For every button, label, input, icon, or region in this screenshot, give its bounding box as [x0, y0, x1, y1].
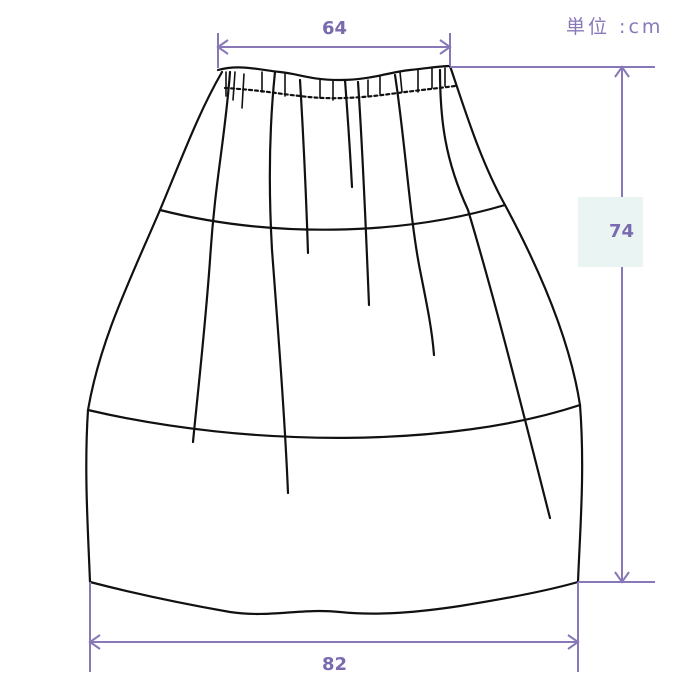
unit-label: 単位 :cm — [566, 16, 664, 38]
length-label-background — [578, 197, 643, 267]
waistband-stitch — [223, 84, 457, 100]
hem-measurement: 82 — [322, 654, 348, 675]
fold-line — [356, 80, 371, 307]
fold-line — [438, 68, 552, 520]
right-side — [448, 64, 584, 584]
waist-measurement: 64 — [322, 18, 348, 39]
hem-dimension-arrow — [88, 634, 580, 650]
fold-line — [191, 70, 232, 444]
left-side — [85, 70, 224, 584]
length-measurement: 74 — [609, 221, 635, 242]
gather-marks — [225, 67, 446, 109]
waistband-top — [216, 64, 452, 82]
tier-seam-upper — [158, 203, 507, 231]
fold-line — [343, 78, 354, 189]
length-dimension-arrow — [614, 65, 630, 584]
waist-dimension-arrow — [216, 39, 452, 55]
skirt-outline — [85, 64, 584, 616]
tier-seam-lower — [86, 403, 582, 439]
fold-line — [298, 78, 310, 255]
dimension-lines — [88, 33, 655, 672]
hem — [88, 580, 580, 616]
fold-line — [268, 70, 290, 495]
fold-line — [393, 73, 436, 357]
